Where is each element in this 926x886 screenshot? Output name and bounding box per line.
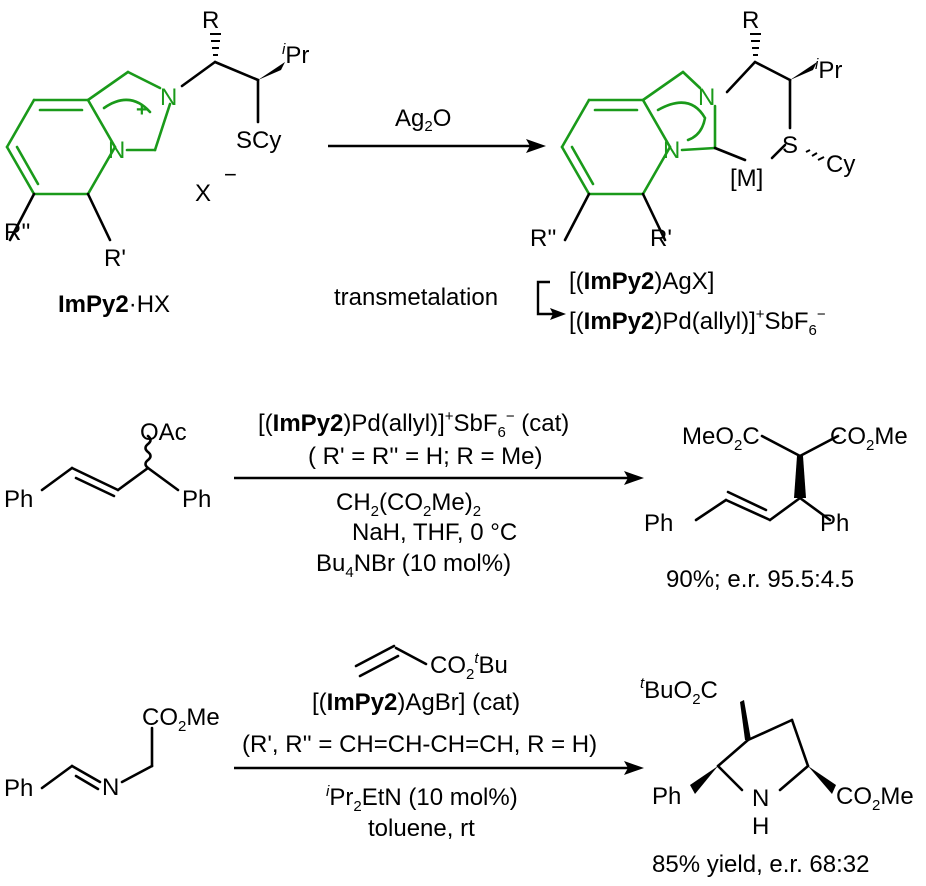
salt-counterion-charge: −	[224, 162, 237, 187]
silver-complex-label: [(ImPy2)AgX]	[569, 268, 714, 295]
complex-R: R	[742, 7, 759, 34]
acetate-group: OAc	[140, 419, 187, 446]
palladium-complex-label: [(ImPy2)Pd(allyl)]+SbF6−	[569, 306, 826, 339]
ag2o-arrow	[328, 139, 546, 153]
alkylation-result: 90%; e.r. 95.5:4.5	[666, 566, 854, 593]
pyrrolidine-nh-hydrogen: H	[752, 813, 769, 840]
acrylate-ester: CO2tBu	[430, 650, 508, 683]
substrate-ph-left: Ph	[4, 486, 33, 513]
substituent-note-1: ( R' = R'' = H; R = Me)	[308, 443, 542, 470]
pyrrolidine-nitrogen: N	[752, 785, 769, 812]
imine-substrate-structure	[40, 726, 154, 791]
acrylate-structure	[354, 644, 428, 678]
product-ph-left: Ph	[644, 510, 673, 537]
transmetalation-arrow	[536, 280, 566, 320]
imine-nitrogen: N	[102, 774, 119, 801]
complex-r-prime: R'	[650, 225, 672, 252]
salt-plus: +	[136, 99, 148, 121]
complex-ipr: iPr	[815, 56, 842, 84]
salt-r-prime: R'	[104, 245, 126, 272]
ag2o-reagent: Ag2O	[395, 105, 451, 135]
cycloaddition-arrow	[234, 761, 644, 775]
pyrrolidine-product-structure	[690, 700, 836, 794]
pyrrolidine-ph: Ph	[652, 783, 681, 810]
complex-sulfur: S	[782, 132, 798, 159]
imine-ph: Ph	[4, 775, 33, 802]
allylic-acetate-structure	[40, 434, 180, 498]
impy2-metal-complex-structure	[560, 33, 825, 242]
salt-scy: SCy	[236, 127, 281, 154]
solvent-conditions: toluene, rt	[368, 815, 475, 842]
product-ester-right: CO2Me	[830, 423, 908, 454]
product-ph-right: Ph	[820, 510, 849, 537]
complex-n-lower: N	[663, 137, 680, 164]
ag-catalyst-label: [(ImPy2)AgBr] (cat)	[312, 689, 520, 716]
complex-r-double-prime: R''	[530, 225, 557, 252]
impy2-salt-structure	[5, 33, 285, 242]
salt-R: R	[202, 7, 219, 34]
cycloaddition-result: 85% yield, e.r. 68:32	[652, 851, 869, 878]
base-solvent-conditions: NaH, THF, 0 °C	[352, 519, 517, 546]
malonate-reagent: CH2(CO2Me)2	[336, 489, 481, 520]
salt-r-double-prime: R''	[4, 219, 31, 246]
substituent-note-2: (R', R'' = CH=CH-CH=CH, R = H)	[242, 731, 597, 758]
salt-n-lower: N	[108, 137, 125, 164]
complex-cy: Cy	[826, 151, 855, 178]
substrate-ph-right: Ph	[182, 486, 211, 513]
pyrrolidine-ester-top: tBuO2C	[640, 675, 718, 708]
complex-metal: [M]	[730, 165, 763, 192]
complex-n-upper: N	[698, 84, 715, 111]
alkylation-product-structure	[694, 434, 840, 522]
pd-catalyst-label: [(ImPy2)Pd(allyl)]+SbF6− (cat)	[258, 408, 569, 441]
pyrrolidine-ester-right: CO2Me	[836, 783, 914, 814]
transmetalation-label: transmetalation	[334, 284, 498, 311]
salt-ipr: iPr	[282, 41, 309, 69]
imine-ester: CO2Me	[142, 704, 220, 735]
salt-label: ImPy2·HX	[58, 291, 170, 318]
additive-conditions: Bu4NBr (10 mol%)	[316, 550, 511, 581]
alkylation-arrow	[234, 471, 644, 485]
salt-n-upper: N	[160, 84, 177, 111]
amine-base: iPr2EtN (10 mol%)	[326, 783, 518, 815]
salt-counterion: X	[195, 180, 211, 207]
product-ester-left: MeO2C	[682, 423, 760, 454]
